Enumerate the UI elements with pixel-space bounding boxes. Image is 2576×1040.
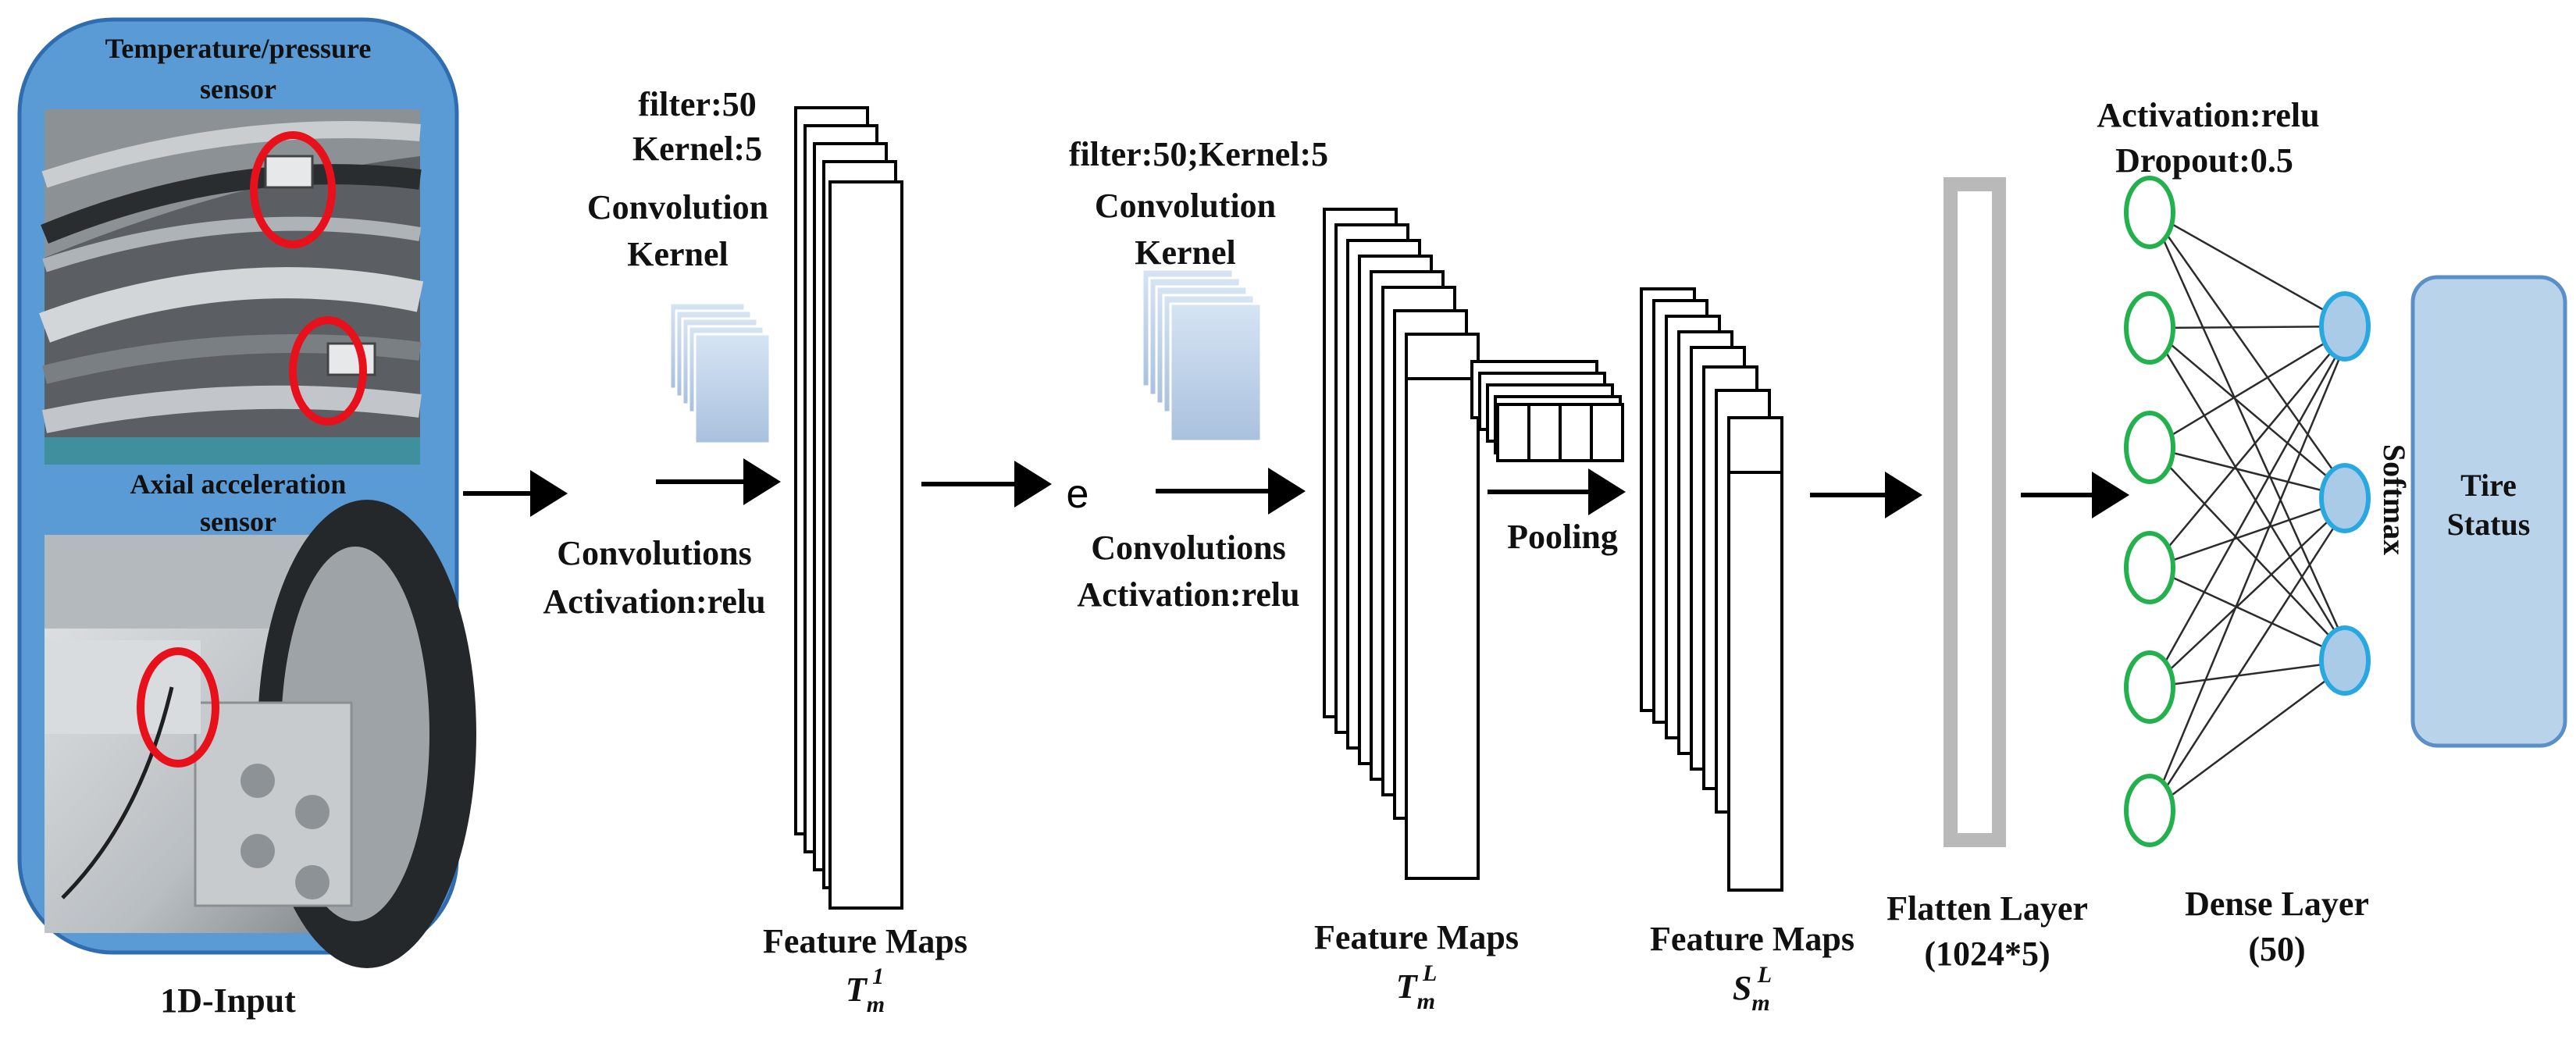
pooling-label: Pooling xyxy=(1507,518,1618,556)
flatten-caption: Flatten Layer xyxy=(1887,889,2088,928)
tire-sensor-photo xyxy=(39,109,424,465)
tire-status-label: Tire xyxy=(2460,468,2517,503)
flatten-caption-line2: (1024*5) xyxy=(1924,935,2050,973)
pooling-window-front xyxy=(1496,403,1624,462)
temp-sensor-marker-2 xyxy=(289,316,367,426)
dense-input-node xyxy=(2124,411,2175,484)
dense-connections xyxy=(2150,211,2354,812)
axial-sensor-label-line2: sensor xyxy=(200,506,276,537)
conv1-kernel-size-label: Kernel:5 xyxy=(632,130,762,168)
axle-sensor-photo xyxy=(45,500,476,968)
pooling-feature-symbol: SmL xyxy=(1733,962,1772,1016)
temp-sensor-label-line2: sensor xyxy=(200,73,276,105)
dense-input-nodes xyxy=(2124,176,2175,847)
dense-input-node xyxy=(2124,774,2175,847)
pooling-feature-maps xyxy=(1640,287,1783,892)
conv1-filter-label: filter:50 xyxy=(638,85,756,123)
softmax-label: Softmax xyxy=(2377,444,2412,555)
conv1-feature-caption: Feature Maps xyxy=(763,922,967,960)
conv2-feature-caption: Feature Maps xyxy=(1314,918,1519,956)
flatten-layer-bar xyxy=(1944,177,2006,847)
conv2-filter-kernel-label: filter:50;Kernel:5 xyxy=(1069,135,1328,173)
dense-dropout-label: Dropout:0.5 xyxy=(2115,141,2293,180)
flatten-block: Flatten Layer (1024*5) xyxy=(1887,177,2088,973)
dense-caption-line2: (50) xyxy=(2248,930,2305,968)
conv1-kernel-icon xyxy=(668,301,771,445)
axial-sensor-label: Axial acceleration xyxy=(130,468,347,500)
dense-output-nodes xyxy=(2319,291,2371,696)
conv1-feature-maps xyxy=(794,106,903,910)
conv2-block: filter:50;Kernel:5 Convolution Kernel Co… xyxy=(1069,135,1519,1014)
conv2-feature-maps xyxy=(1323,208,1480,880)
conv2-kernel-label: Convolution xyxy=(1095,187,1276,225)
conv1-kernel-label: Convolution xyxy=(587,188,768,226)
conv2-op-label: Convolutions xyxy=(1091,529,1285,567)
dense-activation-label: Activation:relu xyxy=(2097,96,2319,134)
conv1-op-label-line2: Activation:relu xyxy=(543,582,765,621)
pooling-window-icon xyxy=(1470,360,1624,462)
dense-output-node xyxy=(2319,291,2371,362)
conv1-op-label: Convolutions xyxy=(557,534,751,572)
dense-input-node xyxy=(2124,176,2175,249)
output-block: Tire Status xyxy=(2410,275,2567,748)
conv1-block: filter:50 Kernel:5 Convolution Kernel Co… xyxy=(543,85,967,1017)
dense-output-node xyxy=(2319,625,2371,696)
temp-sensor-label: Temperature/pressure xyxy=(105,33,372,64)
temp-sensor-marker-1 xyxy=(250,131,336,248)
conv1-kernel-label-line2: Kernel xyxy=(627,235,729,273)
ellipsis-glyph: e xyxy=(1067,472,1089,517)
pooling-feature-caption: Feature Maps xyxy=(1650,920,1855,958)
dense-block: Activation:relu Dropout:0.5 xyxy=(2097,96,2371,968)
conv2-op-label-line2: Activation:relu xyxy=(1077,575,1299,614)
input-panel: Temperature/pressure sensor Axial accele… xyxy=(17,17,476,1020)
input-caption: 1D-Input xyxy=(160,981,296,1020)
dense-output-node xyxy=(2319,463,2371,533)
pooling-block: Pooling Feature Maps SmL xyxy=(1470,287,1855,1016)
dense-input-node xyxy=(2124,531,2175,604)
conv2-kernel-label-line2: Kernel xyxy=(1135,233,1236,272)
tire-status-box xyxy=(2410,275,2567,748)
conv1-feature-symbol: Tm1 xyxy=(846,963,885,1017)
conv2-kernel-icon xyxy=(1141,268,1263,443)
axial-sensor-marker xyxy=(137,647,219,768)
dense-caption: Dense Layer xyxy=(2185,885,2369,923)
conv2-feature-symbol: TmL xyxy=(1396,960,1438,1014)
dense-input-node xyxy=(2124,291,2175,365)
dense-input-node xyxy=(2124,650,2175,724)
tire-status-label-line2: Status xyxy=(2447,507,2531,542)
